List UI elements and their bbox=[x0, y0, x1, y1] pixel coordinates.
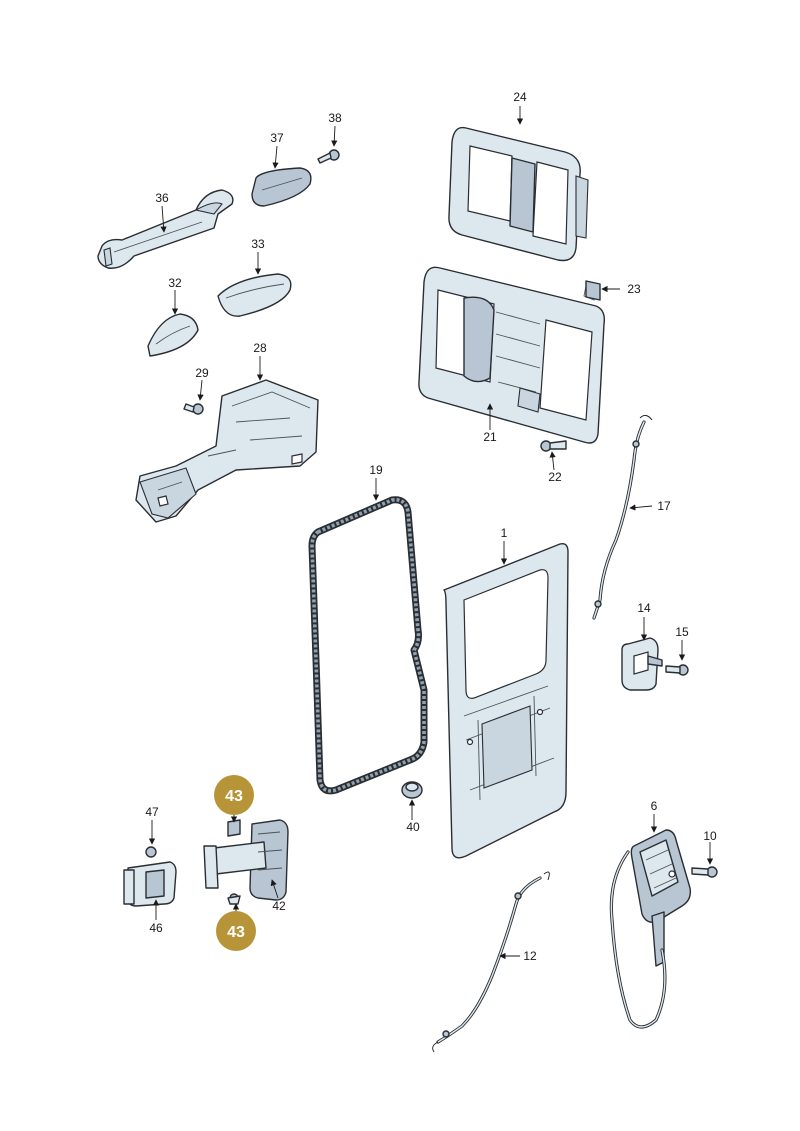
part-12-cable bbox=[432, 871, 550, 1053]
callout-37: 37 bbox=[270, 131, 284, 145]
part-14-striker bbox=[621, 637, 663, 691]
part-15-bolt bbox=[665, 664, 689, 676]
callout-24: 24 bbox=[513, 90, 527, 104]
callout-1: 1 bbox=[501, 526, 508, 540]
part-23-clip bbox=[585, 280, 601, 301]
callout-46: 46 bbox=[149, 921, 163, 935]
part-37-handle-cover bbox=[251, 167, 312, 207]
callout-17: 17 bbox=[657, 499, 671, 513]
part-28-handle-housing bbox=[135, 379, 319, 523]
part-29-screw bbox=[183, 403, 204, 415]
callout-15: 15 bbox=[675, 625, 689, 639]
part-6-lock-cable bbox=[609, 850, 667, 1029]
callout-6: 6 bbox=[651, 799, 658, 813]
badge-circle bbox=[214, 775, 254, 815]
part-47-screw bbox=[145, 846, 157, 858]
badge-circle bbox=[216, 911, 256, 951]
part-33-cap bbox=[217, 273, 292, 317]
callout-47: 47 bbox=[145, 805, 159, 819]
part-1-door-panel bbox=[443, 542, 569, 859]
part-43-bolt-bottom bbox=[227, 893, 241, 905]
callout-36: 36 bbox=[155, 191, 169, 205]
highlight-badge-43-bottom[interactable]: 43 bbox=[216, 911, 256, 951]
part-24-trim-frame bbox=[448, 126, 589, 262]
part-38-screw bbox=[317, 149, 340, 164]
callout-32: 32 bbox=[168, 276, 182, 290]
callout-22: 22 bbox=[548, 470, 562, 484]
callout-28: 28 bbox=[253, 341, 267, 355]
callout-38: 38 bbox=[328, 111, 342, 125]
part-21-carrier-bracket bbox=[418, 266, 606, 444]
callout-21: 21 bbox=[483, 430, 497, 444]
callout-23: 23 bbox=[627, 282, 641, 296]
callout-labels: 24 37 38 36 33 32 28 29 23 21 22 19 17 1… bbox=[145, 90, 717, 963]
callout-29: 29 bbox=[195, 366, 209, 380]
part-17-cable bbox=[592, 415, 653, 620]
callout-19: 19 bbox=[369, 463, 383, 477]
callout-12: 12 bbox=[523, 949, 537, 963]
leader-lines bbox=[148, 106, 714, 960]
part-42-hinge bbox=[203, 819, 289, 901]
part-46-hinge-bracket bbox=[123, 861, 177, 907]
part-6-door-lock bbox=[630, 829, 692, 967]
part-22-screw bbox=[540, 440, 567, 452]
callout-42: 42 bbox=[272, 899, 286, 913]
part-10-screw bbox=[691, 866, 718, 878]
callout-10: 10 bbox=[703, 829, 717, 843]
part-43-bolt-top bbox=[227, 819, 241, 837]
part-32-cap bbox=[147, 313, 199, 357]
callout-14: 14 bbox=[637, 601, 651, 615]
part-19-door-seal bbox=[308, 496, 428, 795]
callout-33: 33 bbox=[251, 237, 265, 251]
part-40-grommet bbox=[401, 781, 423, 799]
badge-label: 43 bbox=[225, 788, 243, 805]
badge-label: 43 bbox=[227, 924, 245, 941]
highlight-badge-43-top[interactable]: 43 bbox=[214, 775, 254, 815]
callout-40: 40 bbox=[406, 820, 420, 834]
